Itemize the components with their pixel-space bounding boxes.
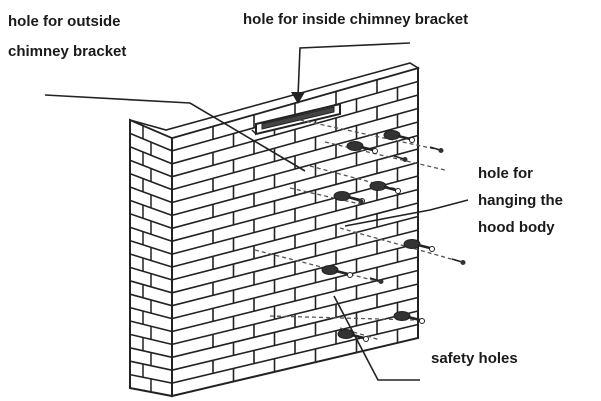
screw (369, 277, 384, 284)
leader-safety-holes (333, 295, 420, 381)
wall-top-edge (129, 62, 420, 139)
label-inside-chimney-bracket: hole for inside chimney bracket (243, 11, 468, 28)
wall-plug (383, 130, 415, 143)
screw (429, 146, 444, 153)
screw (393, 155, 408, 162)
wall-fixings (254, 119, 466, 342)
screw (349, 197, 364, 204)
wall-plug (369, 181, 401, 194)
arrow-inside-bracket (291, 92, 305, 104)
drill-line (269, 315, 416, 321)
leader-inside-bracket (297, 42, 411, 97)
leader-hanging (344, 199, 469, 227)
screw (451, 258, 466, 265)
wall-plug (346, 141, 378, 154)
leader-lines (44, 42, 469, 381)
label-hanging-hood-body: hole for hanging the hood body (478, 165, 567, 236)
wall-plug (393, 311, 425, 324)
label-outside-chimney-bracket: hole for outside chimney bracket (8, 13, 126, 60)
leader-outside-bracket (44, 94, 306, 172)
drill-line (289, 187, 361, 205)
drill-line (254, 249, 381, 283)
bracket-slot-edge (251, 129, 257, 135)
brick-wall (129, 62, 420, 398)
wall-plug (403, 239, 435, 252)
wall-plug (321, 265, 353, 278)
label-safety-holes: safety holes (431, 350, 518, 367)
drill-line (299, 119, 441, 151)
drill-line (339, 227, 463, 263)
bracket-slot-opening (261, 106, 335, 130)
chimney-bracket-slot (251, 102, 341, 136)
